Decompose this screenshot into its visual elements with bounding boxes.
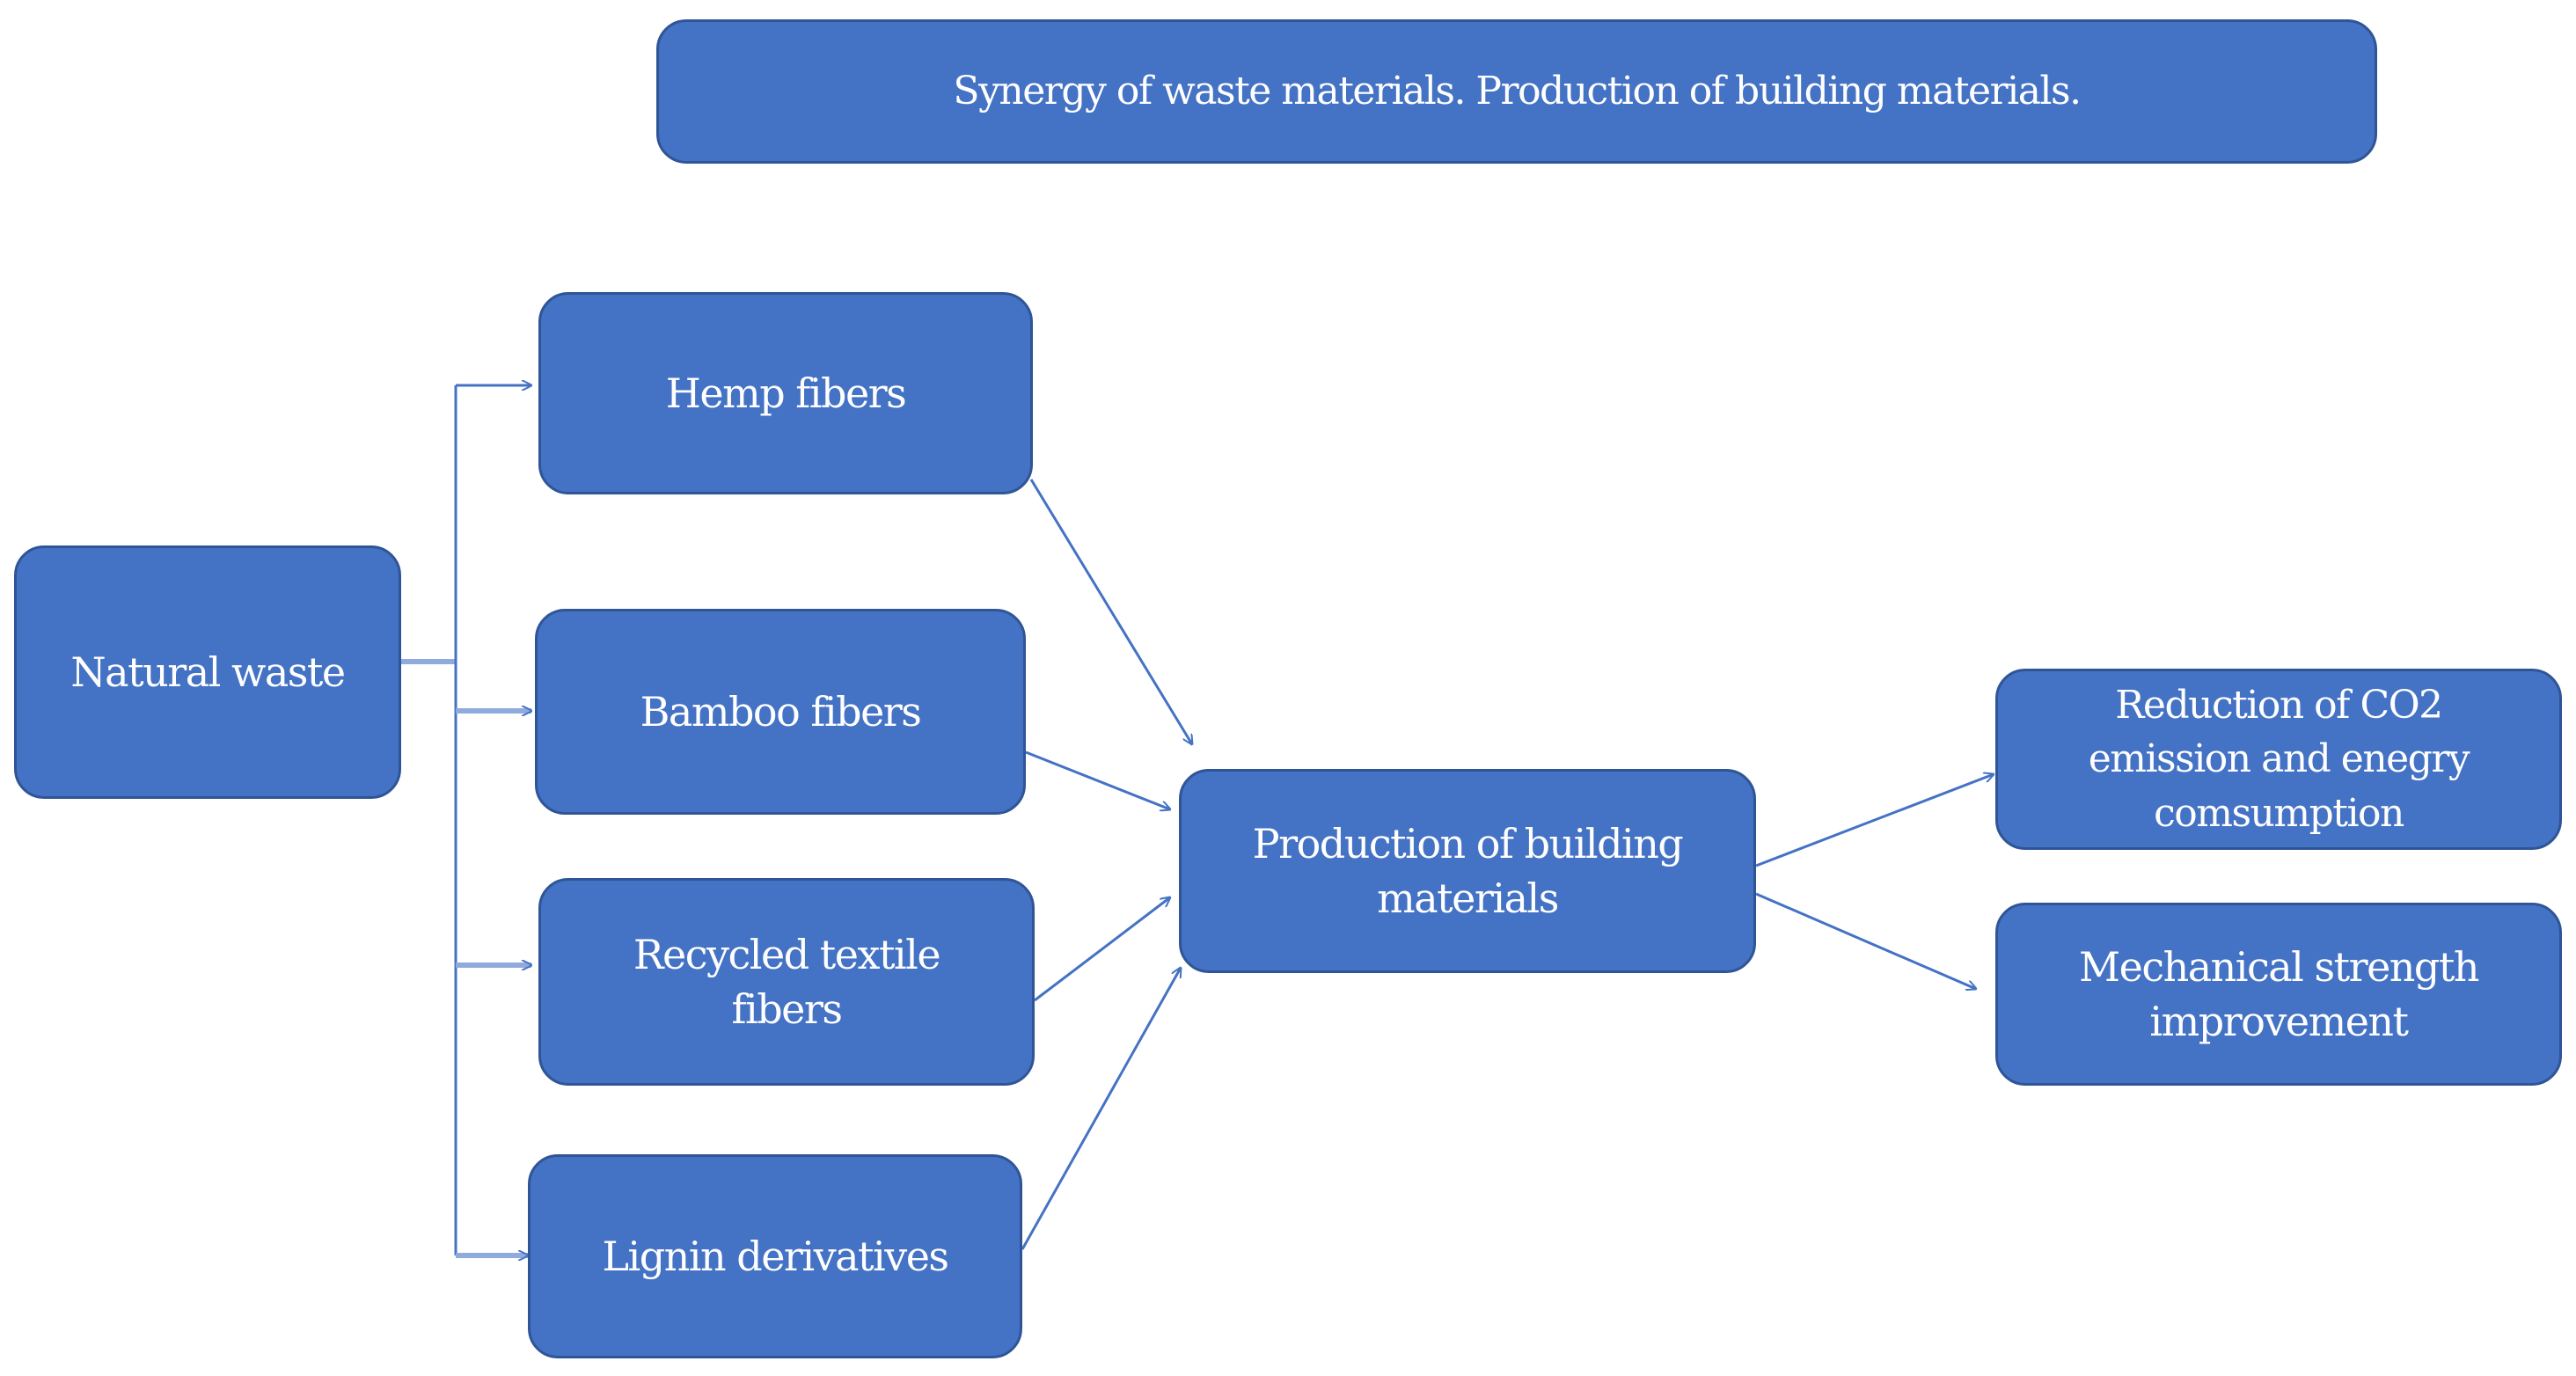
arrow-hemp-to-production xyxy=(1029,479,1192,744)
arrow-production-to-co2 xyxy=(1755,774,1994,867)
node-bamboo-fibers-label: Bamboo fibers xyxy=(640,687,922,736)
node-co2-reduction-label: Reduction of CO2 emission and enegry com… xyxy=(2088,682,2470,836)
arrow-lignin-to-production xyxy=(1021,968,1181,1250)
node-natural-waste-label: Natural waste xyxy=(70,648,346,696)
node-hemp-fibers-label: Hemp fibers xyxy=(665,369,907,417)
node-lignin-derivatives: Lignin derivatives xyxy=(528,1154,1022,1358)
arrow-bamboo-to-production xyxy=(1025,750,1170,809)
node-mechanical-strength: Mechanical strength improvement xyxy=(1995,903,2562,1086)
node-natural-waste: Natural waste xyxy=(14,545,401,799)
diagram-title-box: Synergy of waste materials. Production o… xyxy=(656,19,2377,164)
arrow-textile-to-production xyxy=(1034,897,1170,1002)
node-recycled-textile-fibers-label: Recycled textile fibers xyxy=(633,930,941,1033)
node-bamboo-fibers: Bamboo fibers xyxy=(535,609,1026,815)
node-production-label: Production of building materials xyxy=(1252,819,1684,922)
node-recycled-textile-fibers: Recycled textile fibers xyxy=(538,878,1035,1086)
node-production-of-building-materials: Production of building materials xyxy=(1179,769,1756,973)
node-hemp-fibers: Hemp fibers xyxy=(538,292,1033,494)
node-lignin-derivatives-label: Lignin derivatives xyxy=(602,1232,949,1280)
node-mechanical-strength-label: Mechanical strength improvement xyxy=(2079,942,2479,1045)
diagram-title: Synergy of waste materials. Production o… xyxy=(953,69,2082,114)
node-co2-reduction: Reduction of CO2 emission and enegry com… xyxy=(1995,669,2562,850)
arrow-production-to-strength xyxy=(1755,892,1976,989)
